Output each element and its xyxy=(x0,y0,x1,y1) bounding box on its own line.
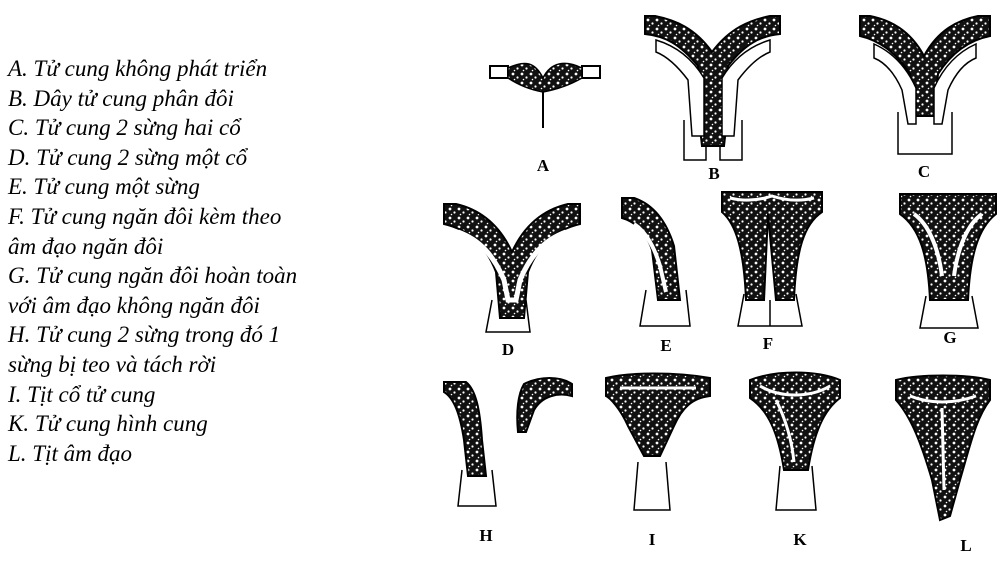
drawing-d xyxy=(444,204,580,332)
legend-item-g-line2: với âm đạo không ngăn đôi xyxy=(8,291,412,321)
figure-label-d: D xyxy=(502,340,514,360)
legend-item-h-line1: H. Tử cung 2 sừng trong đó 1 xyxy=(8,320,412,350)
figure-label-i: I xyxy=(649,530,656,550)
drawing-a xyxy=(490,63,600,128)
figure-label-b: B xyxy=(708,164,719,184)
figure-label-a: A xyxy=(537,156,549,176)
figure-label-f: F xyxy=(763,334,773,354)
drawing-c xyxy=(860,16,990,154)
legend-item-a: A. Tử cung không phát triển xyxy=(8,54,412,84)
legend-item-g-line1: G. Tử cung ngăn đôi hoàn toàn xyxy=(8,261,412,291)
figure-label-k: K xyxy=(793,530,806,550)
legend-item-b: B. Dây tử cung phân đôi xyxy=(8,84,412,114)
uterus-drawings xyxy=(430,0,1004,571)
drawing-b xyxy=(645,16,780,160)
legend-item-h-line2: sừng bị teo và tách rời xyxy=(8,350,412,380)
figure-label-c: C xyxy=(918,162,930,182)
legend-item-d: D. Tử cung 2 sừng một cổ xyxy=(8,143,412,173)
drawing-k xyxy=(750,373,840,511)
legend-item-l: L. Tịt âm đạo xyxy=(8,439,412,469)
figure-label-g: G xyxy=(943,328,956,348)
drawing-l xyxy=(896,376,990,521)
legend-item-f-line2: âm đạo ngăn đôi xyxy=(8,232,412,262)
figure-label-l: L xyxy=(960,536,971,556)
legend-item-i: I. Tịt cổ tử cung xyxy=(8,380,412,410)
drawing-g xyxy=(900,194,996,328)
drawing-i xyxy=(606,374,710,511)
drawing-e xyxy=(622,198,690,326)
uterus-malformation-figure: A B C D E F G H I K L xyxy=(430,0,1004,571)
malformation-legend: A. Tử cung không phát triển B. Dây tử cu… xyxy=(8,54,412,468)
legend-item-f-line1: F. Tử cung ngăn đôi kèm theo xyxy=(8,202,412,232)
figure-label-e: E xyxy=(660,336,671,356)
drawing-h xyxy=(444,378,572,506)
legend-item-k: K. Tử cung hình cung xyxy=(8,409,412,439)
legend-item-c: C. Tử cung 2 sừng hai cổ xyxy=(8,113,412,143)
figure-label-h: H xyxy=(479,526,492,546)
legend-item-e: E. Tử cung một sừng xyxy=(8,172,412,202)
drawing-f xyxy=(722,192,822,326)
